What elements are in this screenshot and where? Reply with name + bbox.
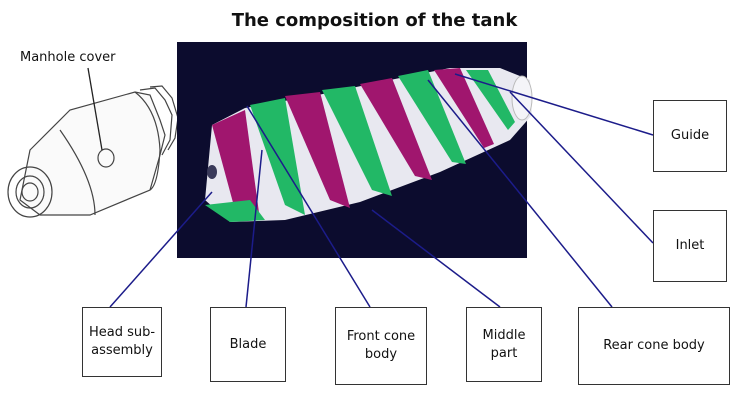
tank-sketch — [7, 67, 179, 218]
blade-box: Blade — [210, 307, 286, 382]
guide-box: Guide — [653, 100, 727, 172]
diagram-title: The composition of the tank — [231, 10, 518, 31]
inlet-box: Inlet — [653, 210, 727, 282]
front-cone-body-box: Front cone body — [335, 307, 427, 385]
manhole-cover-icon — [97, 148, 115, 168]
head-subassembly-box: Head sub- assembly — [82, 307, 162, 377]
middle-part-box: Middle part — [466, 307, 542, 382]
leader-lines — [109, 73, 654, 308]
rear-cone-body-box: Rear cone body — [578, 307, 730, 385]
manhole-cover-label: Manhole cover — [20, 50, 116, 65]
